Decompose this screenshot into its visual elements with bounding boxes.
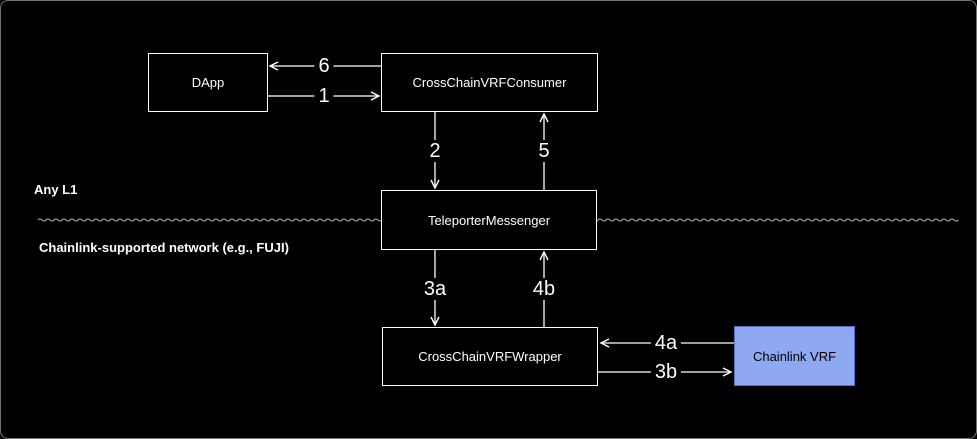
teleporter-messenger-label: TeleporterMessenger bbox=[427, 212, 551, 228]
dapp-node: DApp bbox=[148, 53, 268, 112]
dapp-node-label: DApp bbox=[191, 75, 225, 90]
edge-label-3b: 3b bbox=[650, 361, 682, 383]
edge-label-5: 5 bbox=[534, 140, 554, 162]
crosschain-vrf-consumer-label: CrossChainVRFConsumer bbox=[412, 75, 567, 90]
chainlink-vrf-label: Chainlink VRF bbox=[752, 348, 837, 364]
edge-label-4b: 4b bbox=[528, 278, 560, 300]
region-label-chainlink-network: Chainlink-supported network (e.g., FUJI) bbox=[39, 240, 289, 255]
edge-label-3a: 3a bbox=[419, 278, 451, 300]
edge-label-4a: 4a bbox=[650, 332, 682, 354]
crosschain-vrf-wrapper-label: CrossChainVRFWrapper bbox=[418, 349, 562, 364]
crosschain-vrf-consumer-node: CrossChainVRFConsumer bbox=[381, 53, 598, 112]
edge-label-1: 1 bbox=[314, 85, 334, 107]
chainlink-vrf-node: Chainlink VRF bbox=[734, 326, 855, 386]
crosschain-vrf-wrapper-node: CrossChainVRFWrapper bbox=[382, 327, 598, 386]
teleporter-messenger-node: TeleporterMessenger bbox=[381, 190, 597, 250]
region-label-any-l1: Any L1 bbox=[34, 182, 78, 197]
edge-label-2: 2 bbox=[425, 140, 445, 162]
edge-label-6: 6 bbox=[314, 55, 334, 77]
